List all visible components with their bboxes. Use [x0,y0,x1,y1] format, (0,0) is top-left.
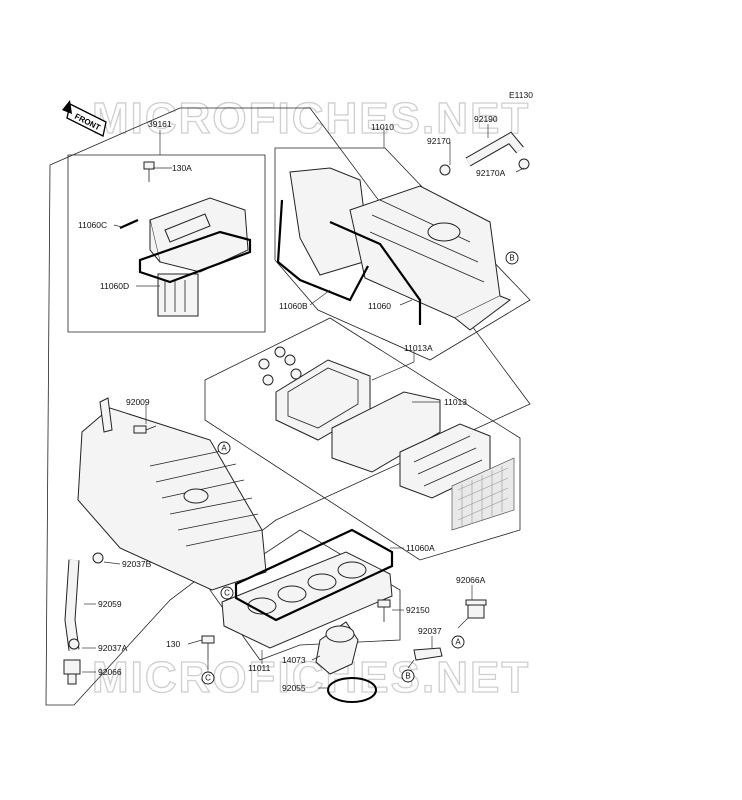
ref-b-bottom-label: B [405,672,410,681]
label-130a: 130A [172,163,192,173]
label-39161: 39161 [148,119,172,129]
duct-14073-part [315,621,359,675]
leader-lines [82,124,525,689]
ref-circle-c-bottom: C [201,671,215,685]
base-plate-11011-part [221,551,393,649]
ref-a-bottom-label: A [455,638,461,647]
ref-circle-c-top: C [220,586,234,600]
duct-group-box [274,147,531,361]
hose-92059-part [64,559,80,651]
label-130: 130 [166,639,180,649]
label-92037a: 92037A [98,643,128,653]
plug-92066-part [63,659,81,685]
label-11060c: 11060C [78,220,107,230]
ref-circle-a-bottom: A [451,635,465,649]
ref-c-top-label: C [224,589,230,598]
label-11011: 11011 [248,663,271,673]
label-92037: 92037 [418,626,442,636]
label-11060a: 11060A [406,543,435,553]
seal-11060-part [329,220,422,325]
label-92150: 92150 [406,605,430,615]
strap-92037-part [413,647,443,661]
clamp-92170a-part [518,158,530,170]
filter-group-box [204,317,521,561]
bolt-92150-part [377,599,391,622]
label-92066a: 92066A [456,575,486,585]
filter-mesh-part [451,457,515,531]
label-92066: 92066 [98,667,122,677]
screw-92009-part [133,425,157,434]
hose-92190-part [465,131,524,167]
label-11060: 11060 [368,301,391,311]
ref-circle-b-top: B [505,251,519,265]
ref-circle-a-top: A [217,441,231,455]
upper-cover-box [67,154,266,333]
label-11060b: 11060B [279,301,308,311]
ref-c-bottom-label: C [205,674,211,683]
cap-92066a-part [465,599,487,619]
lower-housing-part [77,397,267,591]
upper-cover-part [149,197,249,317]
label-11013: 11013 [444,397,467,407]
label-11060d: 11060D [100,281,129,291]
ref-circle-b-bottom: B [401,669,415,683]
bolt-130-part [201,635,215,660]
label-92190: 92190 [474,114,498,124]
label-92059: 92059 [98,599,122,609]
label-92170a: 92170A [476,168,506,178]
base-group-box [209,529,401,661]
front-arrow-icon: FRONT [62,100,107,137]
seal-11060c-part [119,218,139,230]
oring-92055-part [327,677,377,703]
gasket-11060a-part [234,528,394,622]
nuts-part [258,346,302,386]
ref-b-top-label: B [509,254,514,263]
watermark-bottom: MICROFICHES.NET [92,653,530,702]
diagram-code: E1130 [509,90,533,100]
label-92037b: 92037B [122,559,152,569]
clamp-92037a-part [68,638,80,650]
watermark-top: MICROFICHES.NET [92,94,530,143]
clamp-92170-part [439,164,451,176]
seal-11060b-part [276,199,369,302]
intake-duct-part [289,167,512,331]
label-11013a: 11013A [404,343,433,353]
label-11010: 11010 [371,122,394,132]
gasket-11060d-part [138,230,252,284]
clamp-92037b-part [92,552,104,564]
label-92009: 92009 [126,397,150,407]
ref-a-top-label: A [221,444,227,453]
main-outline [45,107,531,706]
label-14073: 14073 [282,655,306,665]
bolt-130a-part [143,161,155,182]
label-92055: 92055 [282,683,306,693]
label-92170: 92170 [427,136,451,146]
